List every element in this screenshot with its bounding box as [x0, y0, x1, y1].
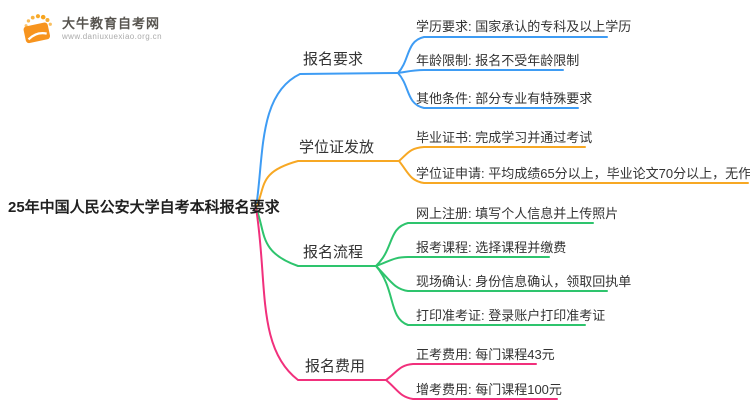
leaf-diploma[interactable]: 毕业证书: 完成学习并通过考试 — [416, 130, 593, 145]
branch-label-fees[interactable]: 报名费用 — [305, 358, 366, 375]
book-sunburst-icon — [18, 10, 56, 48]
site-logo[interactable]: 大牛教育自考网 www.daniuxuexiao.org.cn — [18, 10, 162, 48]
leaf-degree-application[interactable]: 学位证申请: 平均成绩65分以上，毕业论文70分以上，无作弊记录 — [416, 166, 750, 181]
logo-url: www.daniuxuexiao.org.cn — [62, 32, 162, 42]
leaf-other-conditions[interactable]: 其他条件: 部分专业有特殊要求 — [416, 91, 593, 106]
leaf-print-ticket[interactable]: 打印准考证: 登录账户打印准考证 — [416, 308, 606, 323]
branch-lines-fees — [255, 207, 558, 400]
leaf-course-enroll[interactable]: 报考课程: 选择课程并缴费 — [416, 240, 567, 255]
leaf-age-limit[interactable]: 年龄限制: 报名不受年龄限制 — [416, 53, 580, 68]
leaf-onsite-confirm[interactable]: 现场确认: 身份信息确认，领取回执单 — [416, 274, 632, 289]
branch-label-requirements[interactable]: 报名要求 — [303, 51, 364, 68]
branch-label-process[interactable]: 报名流程 — [303, 244, 364, 261]
branch-label-degree[interactable]: 学位证发放 — [299, 139, 375, 156]
branch-lines-requirements — [255, 36, 608, 209]
leaf-education-requirement[interactable]: 学历要求: 国家承认的专科及以上学历 — [416, 19, 632, 34]
central-topic[interactable]: 25年中国人民公安大学自考本科报名要求 — [8, 199, 280, 216]
leaf-retake-exam-fee[interactable]: 增考费用: 每门课程100元 — [416, 382, 562, 397]
leaf-online-register[interactable]: 网上注册: 填写个人信息并上传照片 — [416, 206, 619, 221]
logo-title: 大牛教育自考网 — [62, 15, 161, 31]
branch-lines-degree — [255, 146, 749, 209]
leaf-regular-exam-fee[interactable]: 正考费用: 每门课程43元 — [416, 347, 555, 362]
branch-lines-process — [255, 207, 608, 326]
